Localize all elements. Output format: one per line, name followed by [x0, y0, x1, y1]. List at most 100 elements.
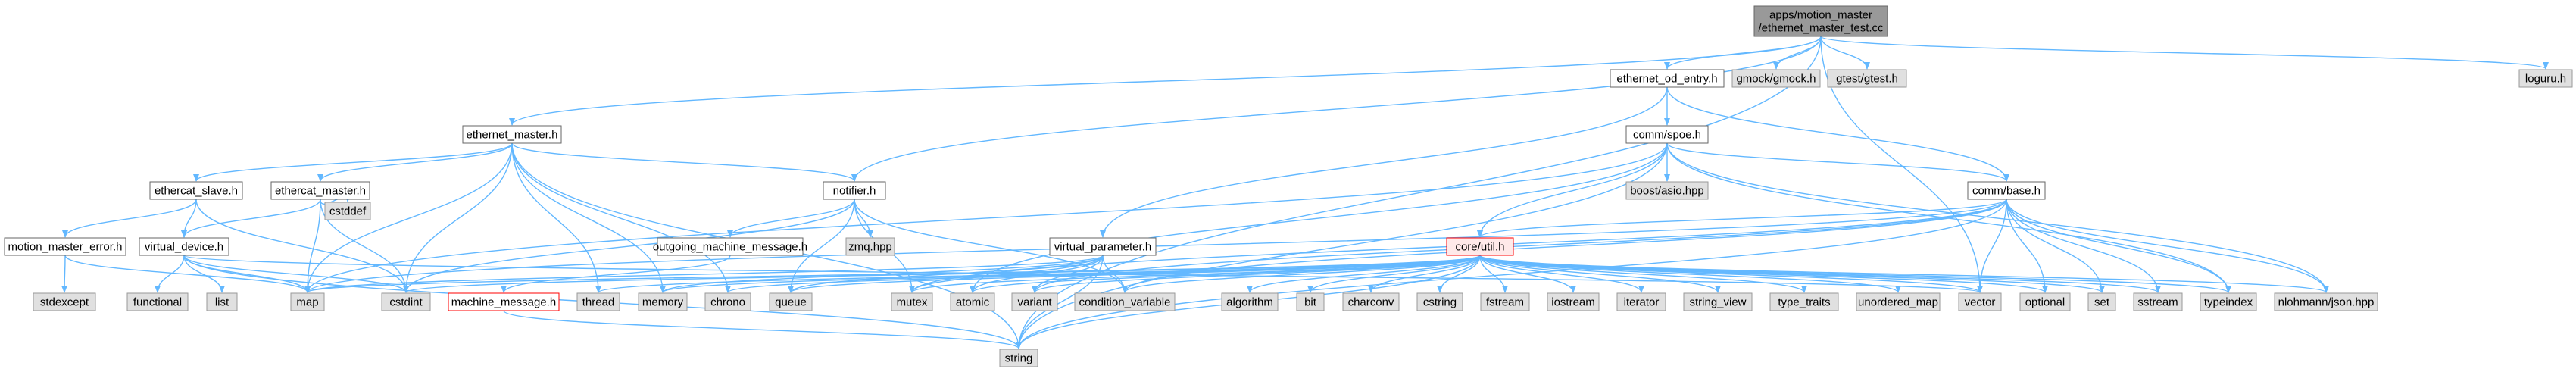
edge-notifier-h-to-condition-variable — [854, 199, 1128, 293]
node-box — [448, 292, 560, 311]
edge-core-util-h-to-iostream — [1479, 255, 1576, 293]
node-chrono: chrono — [704, 292, 751, 311]
edge-ethernet-master-h-to-notifier-h — [511, 142, 857, 182]
node-label: atomic — [956, 296, 990, 309]
node-virtual-device-h[interactable]: virtual_device.h — [139, 237, 229, 256]
edge-core-util-h-to-type-traits — [1479, 255, 1807, 293]
edge-core-util-h-to-sstream — [1479, 255, 2161, 293]
edge-apps-motion-master-ethernet-master-test-cc-to-string — [1016, 36, 1822, 349]
node-apps-motion-master-ethernet-master-test-cc[interactable]: apps/motion_master/ethernet_master_test.… — [1753, 5, 1888, 37]
node-box — [638, 292, 688, 311]
node-box — [2019, 292, 2071, 311]
node-virtual-parameter-h[interactable]: virtual_parameter.h — [1049, 237, 1157, 256]
node-box — [1827, 69, 1907, 88]
node-machine-message-h[interactable]: machine_message.h — [448, 292, 560, 311]
node-label: machine_message.h — [451, 296, 556, 309]
node-box — [1610, 69, 1725, 88]
node-variant: variant — [1011, 292, 1058, 311]
edge-ethernet-master-h-to-ethercat-slave-h — [193, 142, 513, 182]
node-box — [823, 181, 886, 200]
node-label: memory — [642, 296, 684, 309]
node-label: variant — [1017, 296, 1052, 309]
edge-comm-base-h-to-typeindex — [2006, 199, 2231, 293]
node-core-util-h[interactable]: core/util.h — [1446, 237, 1514, 256]
edge-ethercat-slave-h-to-cstdint — [195, 199, 409, 293]
edge-core-util-h-to-cstring — [1437, 255, 1481, 293]
node-atomic: atomic — [950, 292, 995, 311]
edge-comm-spoe-h-to-nlohmann-json-hpp — [1666, 142, 2329, 293]
node-box — [1856, 292, 1941, 311]
node-box — [139, 237, 229, 256]
edge-comm-base-h-to-sstream — [2006, 199, 2161, 293]
node-vector: vector — [1958, 292, 2002, 311]
node-label: condition_variable — [1079, 296, 1171, 309]
node-fstream: fstream — [1480, 292, 1530, 311]
node-label: nlohmann/json.hpp — [2278, 296, 2375, 309]
node-label: set — [2094, 296, 2110, 309]
node-label: chrono — [710, 296, 745, 309]
node-box — [891, 292, 933, 311]
node-set: set — [2087, 292, 2116, 311]
node-queue: queue — [769, 292, 813, 311]
node-label: ethercat_slave.h — [155, 185, 238, 198]
edge-comm-spoe-h-to-map — [304, 142, 1668, 293]
node-outgoing-machine-message-h[interactable]: outgoing_machine_message.h — [653, 237, 807, 256]
edge-comm-base-h-to-core-util-h — [1477, 199, 2007, 238]
node-box — [324, 202, 371, 220]
node-label: comm/base.h — [1972, 185, 2041, 198]
node-ethernet-od-entry-h[interactable]: ethernet_od_entry.h — [1610, 69, 1725, 88]
edge-core-util-h-to-string-view — [1479, 255, 1721, 293]
node-box — [126, 292, 189, 311]
node-cstring: cstring — [1416, 292, 1463, 311]
node-box — [1049, 237, 1157, 256]
node-label: thread — [582, 296, 615, 309]
node-label: /ethernet_master_test.cc — [1758, 22, 1884, 35]
node-box — [4, 237, 126, 256]
node-label: iostream — [1551, 296, 1595, 309]
node-label: vector — [1965, 296, 1996, 309]
edge-core-util-h-to-queue — [788, 255, 1481, 293]
node-box — [1342, 292, 1400, 311]
edge-core-util-h-to-thread — [595, 255, 1481, 293]
node-box — [2274, 292, 2378, 311]
edge-virtual-parameter-h-to-map — [304, 255, 1104, 293]
node-motion-master-error-h[interactable]: motion_master_error.h — [4, 237, 126, 256]
node-sstream: sstream — [2133, 292, 2183, 311]
node-ethercat-slave-h[interactable]: ethercat_slave.h — [149, 181, 243, 200]
node-comm-spoe-h[interactable]: comm/spoe.h — [1625, 125, 1709, 144]
edge-ethercat-slave-h-to-motion-master-error-h — [62, 199, 197, 238]
node-iostream: iostream — [1547, 292, 1600, 311]
edge-comm-spoe-h-to-atomic — [970, 142, 1668, 293]
node-box — [33, 292, 96, 311]
node-box — [1769, 292, 1839, 311]
node-box — [1731, 69, 1821, 88]
node-label: map — [296, 296, 318, 309]
node-gmock-gmock-h: gmock/gmock.h — [1731, 69, 1821, 88]
node-box — [270, 181, 370, 200]
node-gtest-gtest-h: gtest/gtest.h — [1827, 69, 1907, 88]
node-label: charconv — [1348, 296, 1394, 309]
graph-edges — [61, 36, 2549, 349]
node-label: optional — [2025, 296, 2065, 309]
edge-ethernet-master-h-to-map — [304, 142, 513, 293]
node-ethercat-master-h[interactable]: ethercat_master.h — [270, 181, 370, 200]
edge-comm-base-h-to-set — [2006, 199, 2105, 293]
node-box — [1753, 5, 1888, 37]
edge-ethernet-master-h-to-memory — [511, 142, 666, 293]
node-label: motion_master_error.h — [8, 241, 123, 254]
node-label: stdexcept — [40, 296, 89, 309]
node-comm-base-h[interactable]: comm/base.h — [1967, 181, 2046, 200]
node-map: map — [290, 292, 325, 311]
node-box — [1416, 292, 1463, 311]
edge-comm-base-h-to-vector — [1977, 199, 2007, 293]
node-string-view: string_view — [1683, 292, 1753, 311]
edge-motion-master-error-h-to-stdexcept — [61, 255, 68, 293]
node-ethernet-master-h[interactable]: ethernet_master.h — [462, 125, 562, 144]
node-iterator: iterator — [1616, 292, 1666, 311]
node-box — [769, 292, 813, 311]
edge-comm-base-h-to-nlohmann-json-hpp — [2006, 199, 2329, 293]
edge-notifier-h-to-queue — [788, 199, 855, 293]
node-box — [1296, 292, 1325, 311]
node-notifier-h[interactable]: notifier.h — [823, 181, 886, 200]
